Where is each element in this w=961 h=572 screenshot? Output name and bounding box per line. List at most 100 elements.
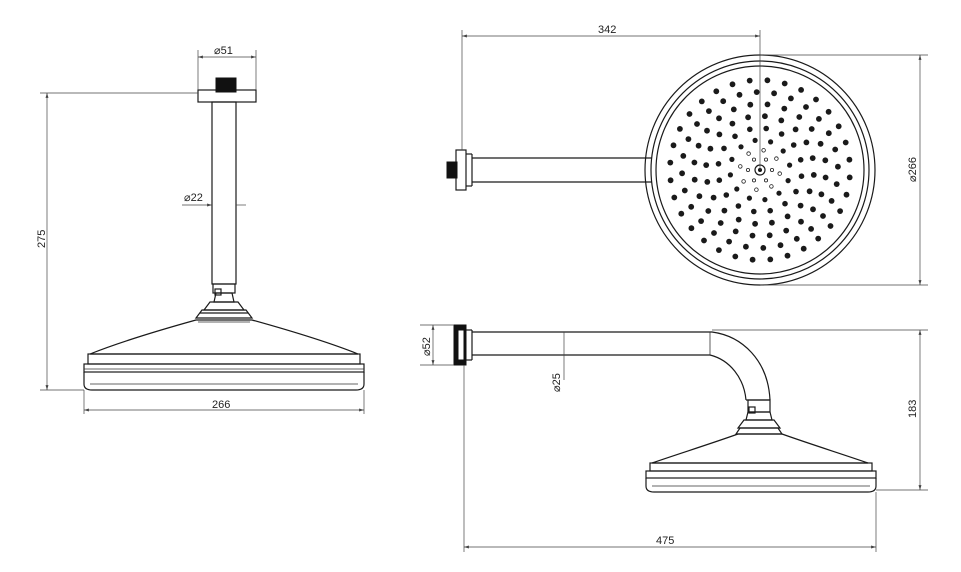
spray-nozzles xyxy=(667,77,853,263)
dim-top-head-dia: 266 xyxy=(907,157,919,175)
shower-head-rim xyxy=(87,353,361,365)
nozzle xyxy=(745,114,751,121)
nozzle xyxy=(785,178,791,184)
nozzle xyxy=(764,77,771,84)
nozzle xyxy=(754,187,759,192)
nozzle xyxy=(720,98,727,105)
nozzle xyxy=(762,197,768,203)
nozzle xyxy=(827,223,834,229)
nozzle xyxy=(797,202,804,209)
nozzle xyxy=(752,157,757,162)
nozzle xyxy=(729,120,736,127)
nozzle xyxy=(696,193,703,200)
dim-top-arm-length: 342 xyxy=(598,24,616,36)
nozzle xyxy=(746,77,753,84)
nozzle xyxy=(763,125,769,132)
nozzle xyxy=(806,188,813,195)
nozzle xyxy=(790,142,797,148)
nozzle xyxy=(777,171,782,176)
nozzle xyxy=(716,247,722,254)
nozzle xyxy=(797,157,804,163)
nozzle xyxy=(730,106,737,113)
nozzle xyxy=(835,123,842,130)
wall-mount-top-view: 342 ⌀266 xyxy=(446,24,928,286)
nozzle xyxy=(792,126,799,133)
nozzle xyxy=(835,163,841,170)
dim-ceiling-flange-dia: 51 xyxy=(221,45,233,57)
nozzle xyxy=(813,96,819,103)
nozzle xyxy=(746,195,753,201)
nozzle xyxy=(846,156,853,163)
nozzle xyxy=(735,203,742,209)
nozzle xyxy=(738,144,744,150)
nozzle xyxy=(767,207,773,214)
nozzle xyxy=(678,210,685,217)
nozzle xyxy=(846,174,853,181)
nozzle xyxy=(809,155,816,162)
nozzle xyxy=(798,173,805,179)
nozzle xyxy=(837,208,843,215)
svg-text:⌀25: ⌀25 xyxy=(551,373,563,392)
nozzle xyxy=(781,80,788,87)
nozzle xyxy=(843,191,850,198)
ceiling-mount-side-view: ⌀51 ⌀22 275 266 xyxy=(36,45,365,414)
nozzle xyxy=(771,90,777,97)
dim-wall-drop-height: 183 xyxy=(907,400,919,418)
nozzle xyxy=(778,131,785,137)
nozzle xyxy=(726,238,732,245)
nozzle xyxy=(688,225,695,232)
nozzle xyxy=(842,139,849,146)
nozzle xyxy=(766,232,773,239)
nozzle xyxy=(671,194,678,201)
nozzle xyxy=(721,207,728,214)
nozzle xyxy=(735,216,742,223)
nozzle xyxy=(764,157,769,162)
nozzle xyxy=(717,220,724,226)
nozzle xyxy=(723,192,730,198)
nozzle xyxy=(818,191,825,198)
nozzle xyxy=(808,126,815,132)
nozzle xyxy=(667,177,674,184)
diameter-symbol: ⌀ xyxy=(214,45,221,57)
nozzle xyxy=(738,164,743,169)
nozzle xyxy=(741,179,746,184)
nozzle xyxy=(701,237,707,244)
nozzle xyxy=(784,252,791,259)
nozzle xyxy=(833,181,840,188)
ceiling-arm xyxy=(211,101,237,285)
nozzle xyxy=(711,230,717,236)
nozzle xyxy=(677,125,683,132)
nozzle xyxy=(776,190,782,196)
nozzle xyxy=(793,188,799,195)
nozzle xyxy=(746,167,751,172)
nozzle xyxy=(680,153,687,159)
nozzle xyxy=(815,235,822,242)
nozzle xyxy=(710,194,717,201)
dim-ceiling-arm-dia: 22 xyxy=(191,192,203,204)
nozzle xyxy=(783,227,790,234)
shower-head-dome xyxy=(89,319,359,355)
nozzle xyxy=(781,105,788,112)
nozzle xyxy=(752,137,758,143)
nozzle xyxy=(825,108,832,115)
nozzle xyxy=(716,177,723,183)
nozzle xyxy=(798,87,804,93)
nozzle xyxy=(694,121,700,127)
nozzle xyxy=(803,104,809,110)
nozzle xyxy=(817,140,824,147)
nozzle xyxy=(716,131,723,138)
nozzle xyxy=(727,172,734,178)
wall-mount-side-view: ⌀52 ⌀25 183 475 xyxy=(420,324,928,552)
nozzle xyxy=(810,206,816,213)
nozzle xyxy=(764,101,771,108)
svg-text:⌀51: ⌀51 xyxy=(214,45,233,57)
nozzle xyxy=(787,162,793,168)
nozzle xyxy=(752,178,757,183)
nozzle xyxy=(715,161,722,167)
nozzle xyxy=(703,162,710,169)
nozzle xyxy=(688,203,695,210)
nozzle xyxy=(706,108,712,114)
nozzle xyxy=(751,208,757,215)
nozzle xyxy=(769,184,774,189)
